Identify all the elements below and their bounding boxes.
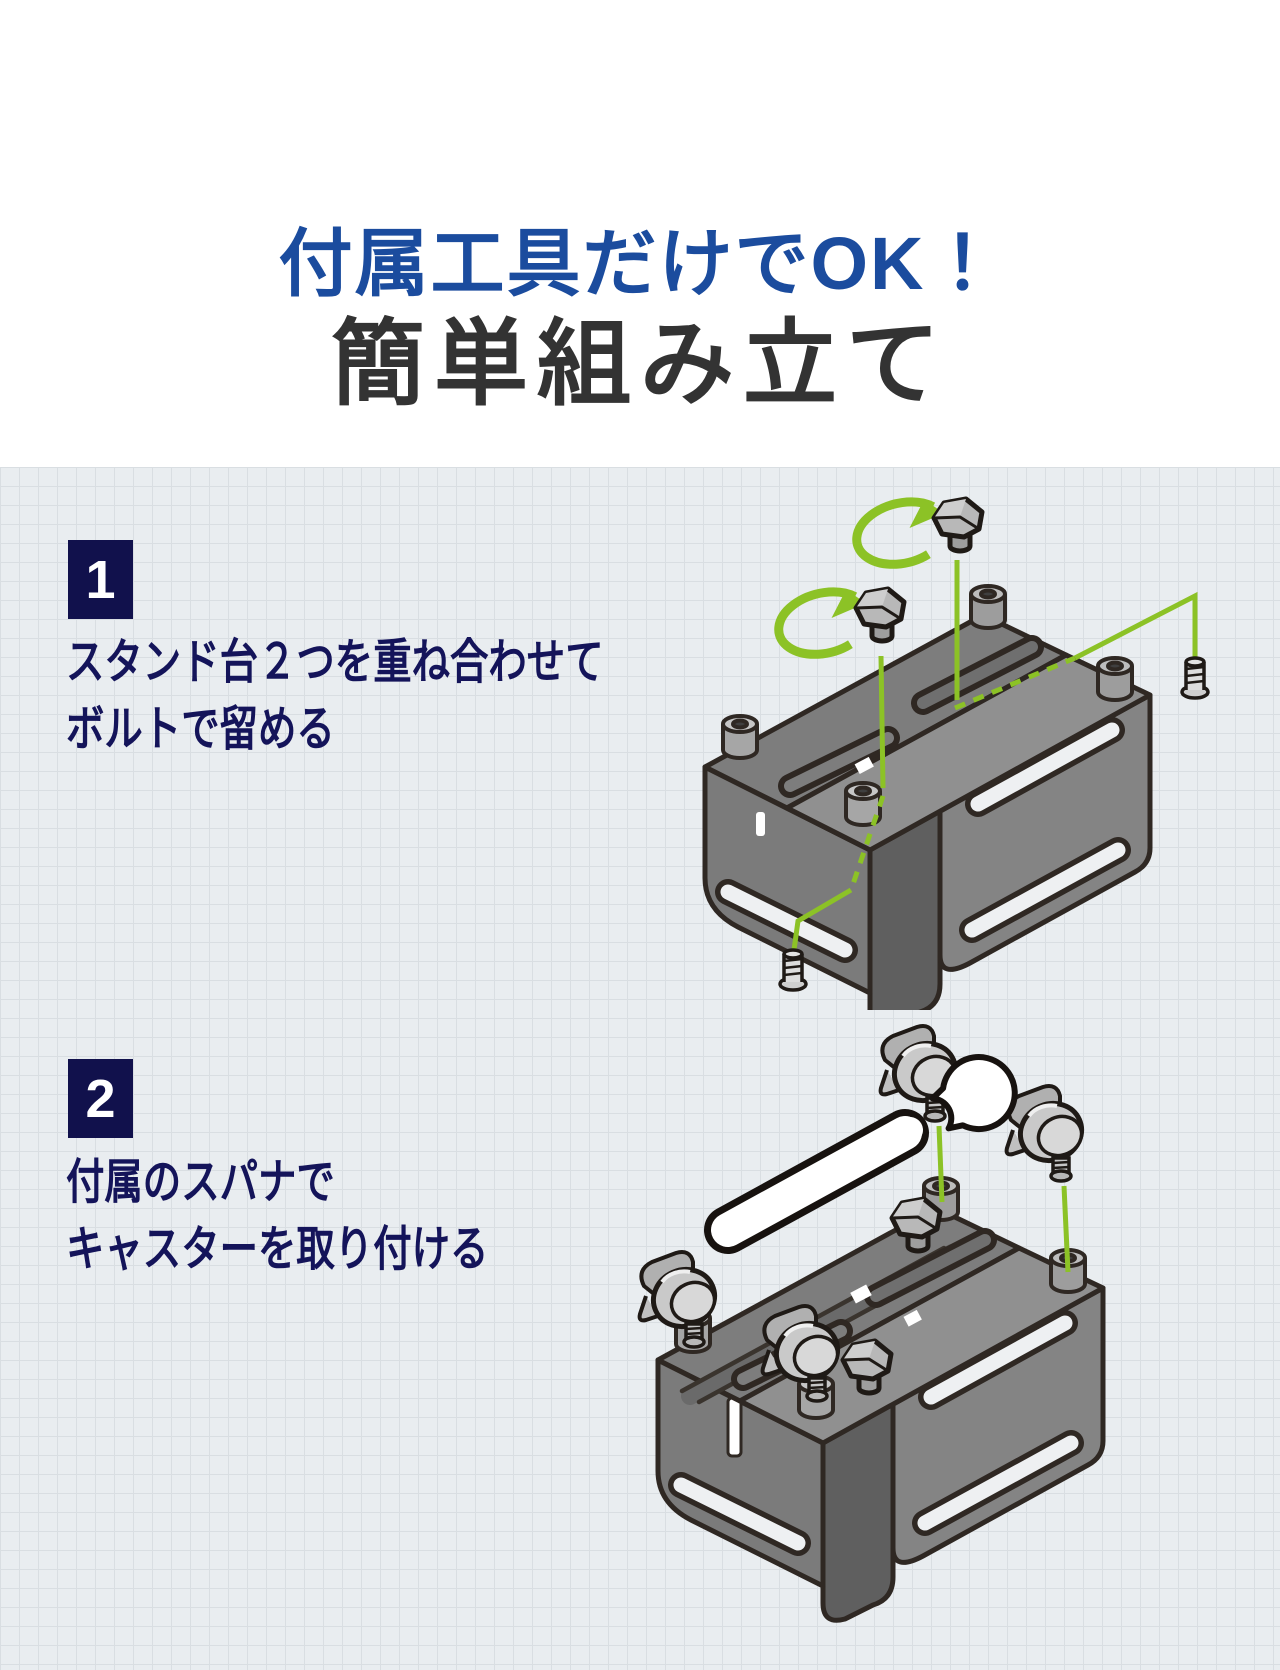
screw-bolt-icon xyxy=(778,948,808,992)
bolt-post xyxy=(969,584,1007,630)
bolt-post xyxy=(721,714,759,760)
rotation-arrow-icon xyxy=(774,587,866,659)
step-1-caption: スタンド台２つを重ね合わせて ボルトで留める xyxy=(66,629,604,763)
stand-right-panel xyxy=(937,692,1153,972)
stand-right-panel xyxy=(890,1285,1106,1565)
step-1-caption-line-2: ボルトで留める xyxy=(66,703,335,756)
hero-title: 簡単組み立て xyxy=(330,311,949,416)
guide-lines xyxy=(936,1125,1071,1273)
step1-stand-bolting-illustration xyxy=(702,460,1210,1010)
assembly-steps-section: 1 スタンド台２つを重ね合わせて ボルトで留める 2 付属のスパナで キャスター… xyxy=(0,467,1280,1670)
step-2-caption: 付属のスパナで キャスターを取り付ける xyxy=(66,1149,488,1283)
hero-header: 付属工具だけでOK！ 簡単組み立て xyxy=(0,0,1280,467)
bolt-post xyxy=(844,781,882,827)
guide-lines xyxy=(791,560,1198,951)
step-1-caption-line-1: スタンド台２つを重ね合わせて xyxy=(66,636,604,689)
stand-inner-panel xyxy=(820,1401,896,1623)
screw-bolt-icon xyxy=(1180,656,1210,700)
caster-icon xyxy=(1007,1086,1091,1181)
stand-base-illustration xyxy=(702,612,1153,1010)
knob-bolt-icon xyxy=(856,589,904,641)
knob-bolt-icon xyxy=(934,499,982,551)
step-1-number-badge: 1 xyxy=(68,540,133,619)
step2-caster-attachment-illustration xyxy=(590,1000,1106,1623)
step-2-caption-line-2: キャスターを取り付ける xyxy=(66,1223,489,1276)
stand-inner-panel xyxy=(867,808,943,1010)
hero-subtitle: 付属工具だけでOK！ xyxy=(278,222,1002,305)
step-2-caption-line-1: 付属のスパナで xyxy=(66,1156,335,1209)
wrench-icon xyxy=(704,1054,1018,1254)
step-2-number-badge: 2 xyxy=(68,1059,133,1138)
rotation-arrow-icon xyxy=(852,497,944,569)
bolt-post xyxy=(1096,656,1134,702)
stand-base-illustration xyxy=(655,1205,1106,1623)
